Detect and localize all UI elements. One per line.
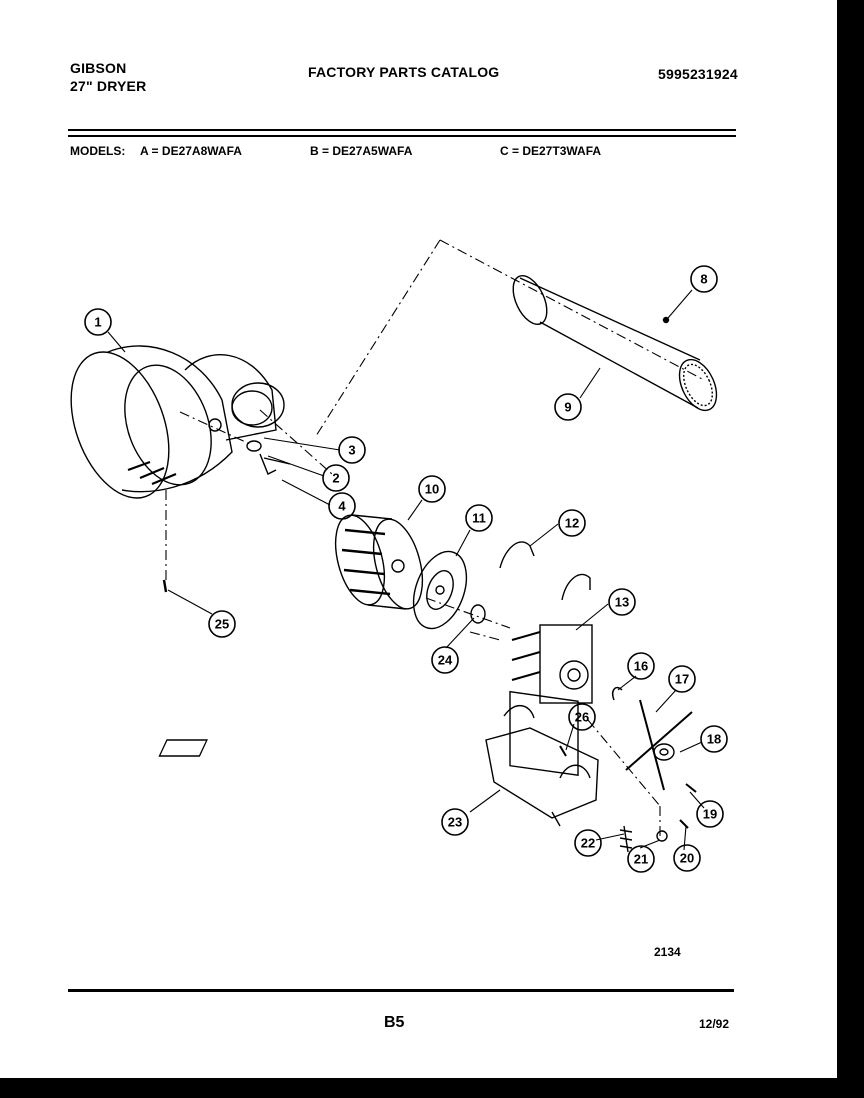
- callout-17: 17: [675, 672, 689, 687]
- page-code: B5: [384, 1014, 405, 1031]
- models-label: MODELS:: [70, 144, 126, 158]
- callout-21: 21: [634, 852, 648, 867]
- drive-motor: [509, 624, 593, 777]
- model-b: B = DE27A5WAFA: [310, 144, 413, 158]
- callout-16: 16: [634, 659, 648, 674]
- idler-spring-clip: [612, 686, 623, 701]
- model-c: C = DE27T3WAFA: [500, 144, 602, 158]
- callout-8: 8: [700, 272, 707, 287]
- callout-24: 24: [438, 653, 453, 668]
- catalog-number: 5995231924: [658, 66, 738, 82]
- header-rule-bottom: [68, 135, 736, 137]
- idler-pivot-pin: [685, 783, 697, 793]
- callout-leaders: [107, 289, 705, 851]
- idler-screw: [679, 819, 689, 829]
- duct-clamp-parts: [246, 440, 291, 475]
- model-a: A = DE27A8WAFA: [140, 144, 242, 158]
- callout-23: 23: [448, 815, 462, 830]
- blower-wheel: [334, 514, 424, 610]
- callout-12: 12: [565, 516, 579, 531]
- callout-2: 2: [332, 471, 339, 486]
- callout-13: 13: [615, 595, 629, 610]
- assembly-leader-lines: [165, 239, 705, 836]
- vent-duct: [512, 275, 718, 412]
- callout-circles: [84, 265, 728, 873]
- brand-name: GIBSON: [70, 60, 127, 76]
- callout-1: 1: [94, 315, 101, 330]
- drawing-number: 2134: [654, 945, 681, 959]
- revision-date: 12/92: [699, 1017, 730, 1031]
- product-name: 27" DRYER: [70, 78, 147, 94]
- washer: [470, 604, 486, 624]
- seal-plate: [412, 550, 468, 630]
- motor-mount-bracket: [158, 705, 599, 827]
- footer-rule: [68, 989, 734, 992]
- scan-edge-bottom: [0, 1078, 864, 1098]
- callout-20: 20: [680, 851, 694, 866]
- motor-clip-lower: [561, 573, 591, 601]
- idler-nut: [656, 830, 668, 842]
- housing-screw: [162, 579, 168, 593]
- callout-9: 9: [564, 400, 571, 415]
- callout-26: 26: [575, 710, 589, 725]
- callout-25: 25: [215, 617, 229, 632]
- callout-18: 18: [707, 732, 721, 747]
- callout-19: 19: [703, 807, 717, 822]
- callout-10: 10: [425, 482, 439, 497]
- blower-housing: [70, 345, 285, 499]
- idler-assembly: [625, 699, 693, 791]
- bracket-screw: [559, 745, 567, 757]
- callout-11: 11: [472, 511, 486, 526]
- idler-spring: [619, 825, 633, 853]
- callout-3: 3: [348, 443, 355, 458]
- catalog-title: FACTORY PARTS CATALOG: [308, 64, 500, 80]
- callout-4: 4: [338, 499, 346, 514]
- callout-22: 22: [581, 836, 595, 851]
- scan-edge-right: [837, 0, 864, 1098]
- motor-clip-upper: [499, 541, 535, 569]
- header-rule-top: [68, 129, 736, 131]
